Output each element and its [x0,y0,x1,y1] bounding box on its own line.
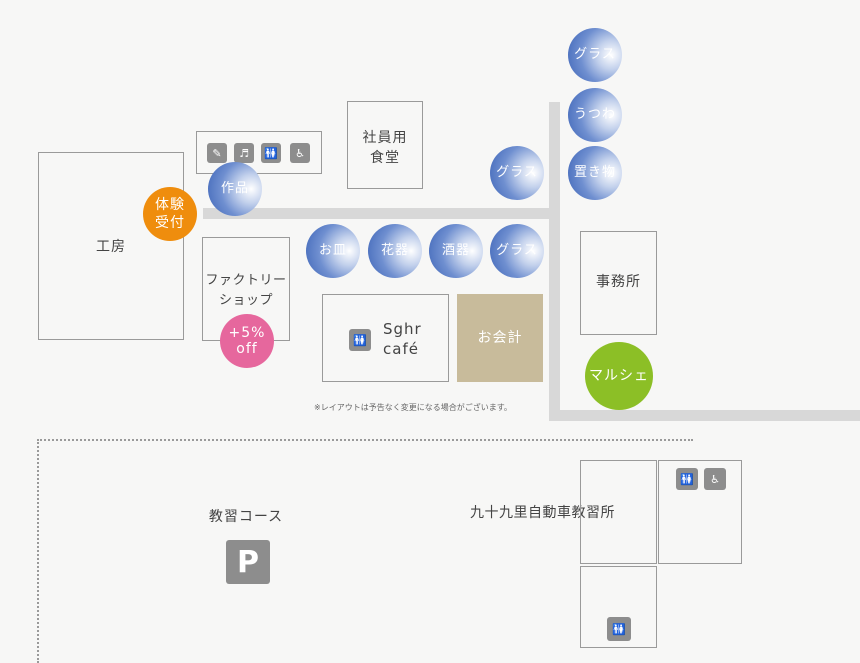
circle-tableware[interactable]: うつわ [568,88,622,142]
tableware-label: うつわ [573,107,616,122]
nursing-room-icon: ♬ [234,143,254,163]
circle-plates[interactable]: お皿 [306,224,360,278]
restroom-icon: 🚻 [349,329,371,351]
accessible-restroom-icon: ♿ [704,468,726,490]
parking-label: P [237,544,259,580]
circle-vases[interactable]: 花器 [368,224,422,278]
sake-ware-label: 酒器 [441,243,470,258]
circle-ornaments[interactable]: 置き物 [568,146,622,200]
driving-school-building-lower[interactable]: 🚻 [580,566,657,648]
restroom-icon: 🚻 [607,617,631,641]
baby-care-icon: ✎ [207,143,227,163]
glass-mid-label: グラス [496,165,538,180]
building-staff-cafeteria[interactable]: 社員用 食堂 [347,101,423,189]
plates-label: お皿 [318,243,347,258]
circle-discount[interactable]: +5% off [220,314,274,368]
building-office[interactable]: 事務所 [580,231,657,335]
staff-cafeteria-label-1: 社員用 [362,130,408,146]
vases-label: 花器 [380,243,409,258]
discount-label-2: off [236,341,258,357]
restroom-icon: 🚻 [261,143,281,163]
sghr-cafe-label-1: Sghr [383,320,422,338]
circle-glass-top[interactable]: グラス [568,28,622,82]
path-vertical [549,102,560,420]
restroom-icon: 🚻 [676,468,698,490]
checkout-label: お会計 [477,330,523,346]
sghr-cafe-label-2: café [383,340,419,358]
ornaments-label: 置き物 [573,165,616,180]
staff-cafeteria-label-2: 食堂 [370,150,400,166]
layout-note: ※レイアウトは予告なく変更になる場合がございます。 [314,403,512,412]
works-label: 作品 [220,181,249,196]
circle-glass-row[interactable]: グラス [490,224,544,278]
marche-label: マルシェ [589,368,649,384]
factory-shop-label-1: ファクトリー [205,273,287,288]
course-boundary-left [37,439,39,663]
driving-school-building-side[interactable]: 🚻 ♿ [658,460,742,564]
koubou-label: 工房 [96,239,126,255]
experience-label-2: 受付 [155,215,185,231]
path-horizontal-lower [549,410,860,421]
office-label: 事務所 [596,274,641,290]
building-koubou[interactable]: 工房 [38,152,184,340]
facility-icons-box: ✎ ♬ 🚻 ♿ [196,131,322,174]
glass-row-label: グラス [496,243,538,258]
glass-top-label: グラス [574,47,616,62]
driving-course-label: 教習コース [208,509,284,525]
path-horizontal-upper [203,208,558,219]
circle-marche[interactable]: マルシェ [585,342,653,410]
circle-glass-mid[interactable]: グラス [490,146,544,200]
circle-experience-reception[interactable]: 体験 受付 [143,187,197,241]
factory-shop-label-2: ショップ [218,293,273,308]
building-sghr-cafe[interactable]: 🚻 Sghr café [322,294,449,382]
wheelchair-icon: ♿ [290,143,310,163]
driving-school-label: 九十九里自動車教習所 [470,505,615,521]
parking-icon: P [226,540,270,584]
experience-label-1: 体験 [155,197,185,213]
checkout-area[interactable]: お会計 [457,294,543,382]
discount-label-1: +5% [228,325,266,341]
driving-school-building-main[interactable] [580,460,657,564]
course-boundary-top [37,439,693,441]
circle-sake-ware[interactable]: 酒器 [429,224,483,278]
circle-works[interactable]: 作品 [208,162,262,216]
